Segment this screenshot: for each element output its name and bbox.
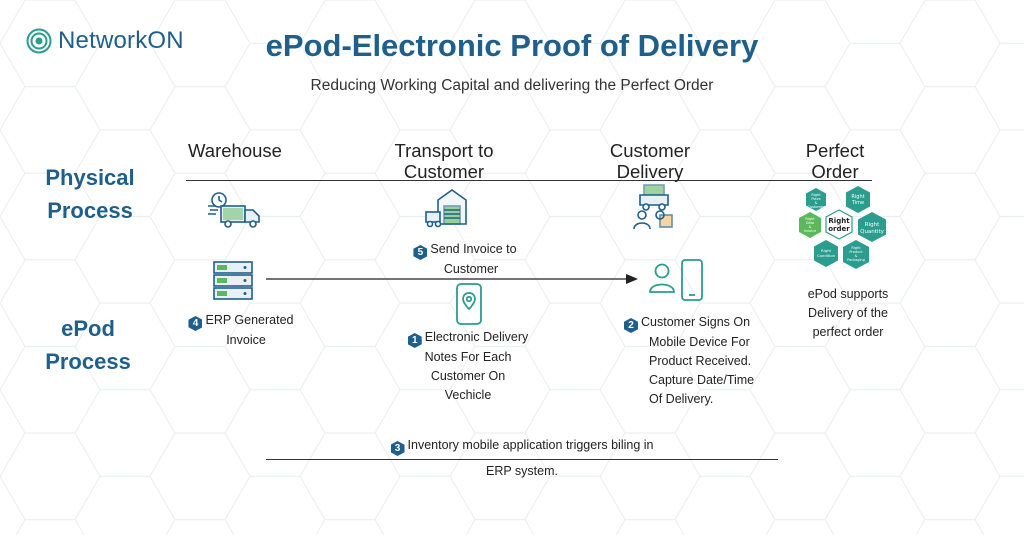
step-4-badge: 4 <box>188 316 203 331</box>
hex-right-product-packaging <box>843 240 869 269</box>
mobile-phone-icon <box>681 259 703 301</box>
location-phone-icon <box>456 283 482 325</box>
hex-right-place-customer <box>806 188 826 211</box>
hex-right-order <box>825 209 853 240</box>
step-3-badge: 3 <box>390 441 405 456</box>
row-physical-process: Physical Process <box>45 165 135 223</box>
hex-right-data-invoice <box>799 212 821 238</box>
networkon-logo-icon <box>26 28 52 54</box>
perfect-order-caption: ePod supports Delivery of the perfect or… <box>807 287 889 339</box>
footer-divider <box>266 459 778 460</box>
page-subtitle: Reducing Working Capital and delivering … <box>310 77 714 94</box>
column-customer-delivery: Customer Delivery <box>609 140 691 182</box>
page-title: ePod-Electronic Proof of Delivery <box>265 28 759 63</box>
brand-name: NetworkON <box>58 27 184 54</box>
hex-right-time <box>846 186 870 213</box>
row-epod-process: ePod Process <box>45 316 131 374</box>
server-icon <box>213 261 253 300</box>
brand-logo: NetworkON <box>26 27 184 55</box>
step-2-badge: 2 <box>624 318 638 333</box>
column-transport: Transport to Customer <box>394 140 494 182</box>
column-perfect-order: Perfect Order <box>805 140 865 182</box>
hex-right-condition <box>814 240 838 267</box>
column-warehouse: Warehouse <box>188 140 282 161</box>
step-5-badge: 5 <box>413 245 428 260</box>
warehouse-truck-icon <box>425 189 467 228</box>
hex-right-quantity <box>858 212 886 242</box>
flow-arrow-erp-to-customer <box>266 274 638 284</box>
step-1-badge: 1 <box>407 333 422 348</box>
step-3-line-2: ERP system. <box>485 464 558 478</box>
delivery-truck-icon <box>208 192 260 228</box>
header-divider <box>186 180 872 181</box>
user-icon <box>649 263 675 293</box>
delivery-person-icon <box>633 184 673 230</box>
